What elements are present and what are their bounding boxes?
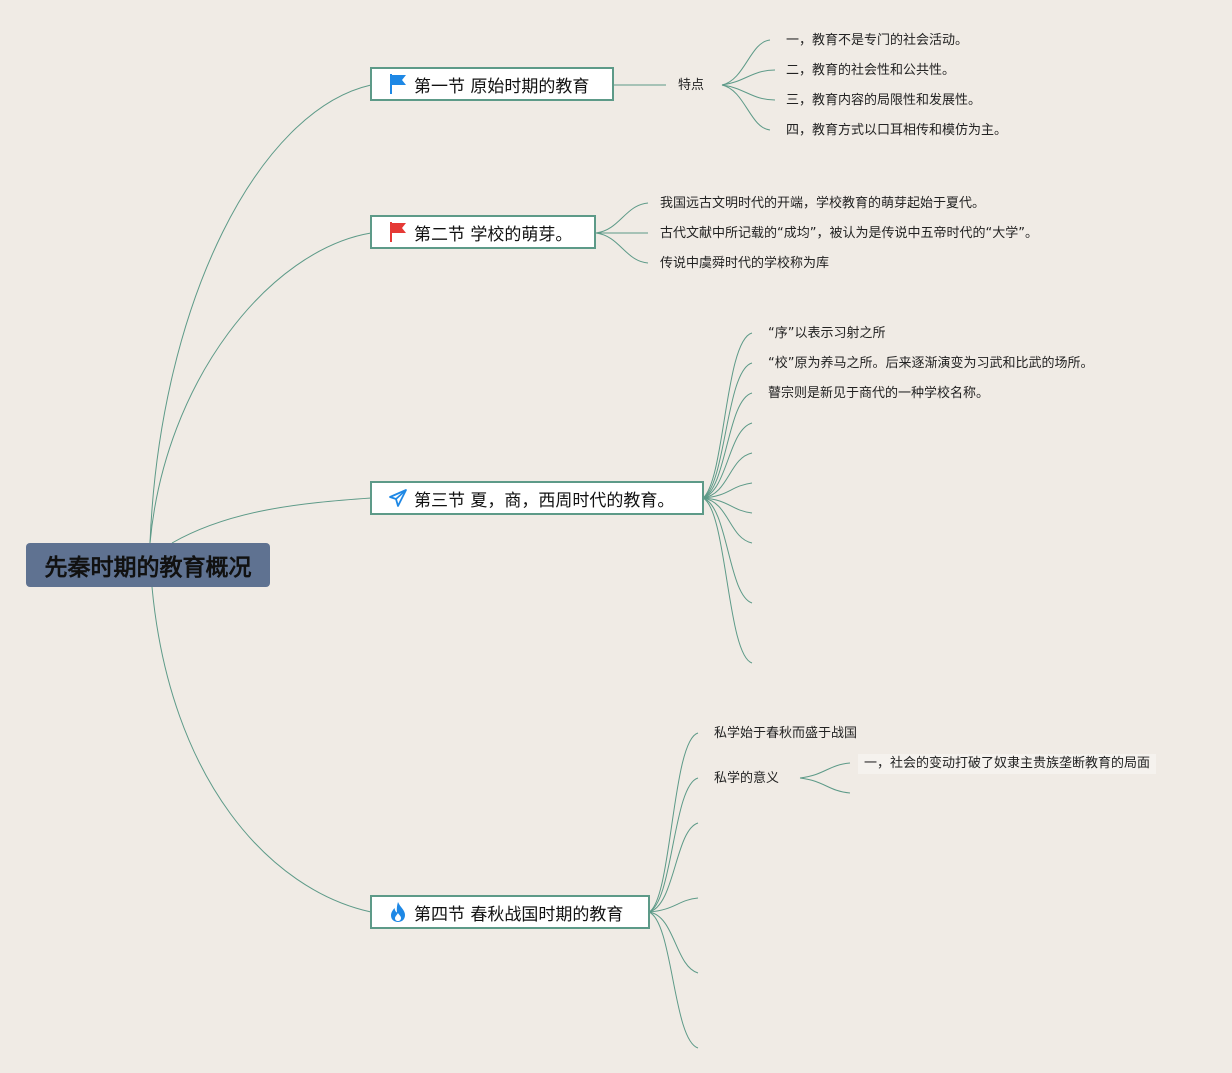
edge-sec3-b8 bbox=[702, 497, 753, 544]
section-2-topic[interactable]: 第二节 学校的萌芽。 bbox=[370, 215, 596, 249]
edge-sec2-item1 bbox=[595, 202, 649, 234]
edge-sub-item4 bbox=[721, 84, 771, 131]
edge-sec2-item3 bbox=[595, 232, 649, 264]
edge-sec3-b2 bbox=[702, 362, 753, 499]
section-2-label: 第二节 学校的萌芽。 bbox=[414, 224, 573, 245]
edge-sec3-b6 bbox=[702, 482, 753, 499]
section-1-item-1[interactable]: 一，教育不是专门的社会活动。 bbox=[786, 33, 969, 48]
edge-root-sec2 bbox=[149, 232, 372, 544]
section-3-topic[interactable]: 第三节 夏，商，西周时代的教育。 bbox=[370, 481, 704, 515]
edge-sec4-b2 bbox=[648, 777, 699, 913]
edge-sub-item2 bbox=[721, 69, 776, 86]
edge-sec3-b5 bbox=[702, 452, 753, 499]
edge-sec4-b1 bbox=[648, 732, 699, 913]
red-flag-icon bbox=[388, 221, 408, 243]
edge-sec3-b9 bbox=[702, 497, 753, 604]
section-1-item-4[interactable]: 四，教育方式以口耳相传和模仿为主。 bbox=[786, 123, 1008, 138]
paper-plane-icon bbox=[388, 487, 408, 509]
edge-sec3-b10 bbox=[702, 497, 753, 664]
section-4-topic[interactable]: 第四节 春秋战国时期的教育 bbox=[370, 895, 650, 929]
edge-sec3-b3 bbox=[702, 392, 753, 499]
edge-sec4-b4 bbox=[648, 897, 699, 913]
section-1-item-3[interactable]: 三，教育内容的局限性和发展性。 bbox=[786, 93, 982, 108]
section-1-topic[interactable]: 第一节 原始时期的教育 bbox=[370, 67, 614, 101]
edge-root-sec1 bbox=[149, 84, 372, 544]
section-3-item-3[interactable]: 瞽宗则是新见于商代的一种学校名称。 bbox=[768, 386, 990, 401]
edge-root-sec4 bbox=[151, 586, 372, 913]
section-4-item-1[interactable]: 私学始于春秋而盛于战国 bbox=[714, 726, 858, 741]
section-4-label: 第四节 春秋战国时期的教育 bbox=[414, 904, 624, 925]
edge-sec3-b4 bbox=[702, 422, 753, 499]
section-1-item-2[interactable]: 二，教育的社会性和公共性。 bbox=[786, 63, 956, 78]
section-4-sub-item-1[interactable]: 一，社会的变动打破了奴隶主贵族垄断教育的局面 bbox=[858, 754, 1157, 774]
edge-sub-item1 bbox=[721, 39, 771, 86]
section-2-item-1[interactable]: 我国远古文明时代的开端，学校教育的萌芽起始于夏代。 bbox=[660, 196, 986, 211]
section-3-item-1[interactable]: “序”以表示习射之所 bbox=[768, 326, 886, 341]
edge-sec4-b5 bbox=[648, 911, 699, 974]
section-3-label: 第三节 夏，商，西周时代的教育。 bbox=[414, 490, 675, 511]
edge-sub-item3 bbox=[721, 84, 776, 101]
edge-sec3-b7 bbox=[702, 497, 753, 514]
edge-sec4-b6 bbox=[648, 911, 699, 1049]
section-2-item-2[interactable]: 古代文献中所记载的“成均”，被认为是传说中五帝时代的“大学”。 bbox=[660, 226, 1038, 241]
edge-sub2-item bbox=[799, 762, 851, 779]
section-1-label: 第一节 原始时期的教育 bbox=[414, 76, 590, 97]
edge-sec4-b3 bbox=[648, 822, 699, 913]
blue-flag-icon bbox=[388, 73, 408, 95]
edge-root-sec3 bbox=[171, 497, 372, 544]
edge-sec3-b1 bbox=[702, 332, 753, 499]
section-4-sub-label[interactable]: 私学的意义 bbox=[714, 771, 780, 786]
flame-icon bbox=[388, 901, 408, 923]
section-2-item-3[interactable]: 传说中虞舜时代的学校称为库 bbox=[660, 256, 830, 271]
section-1-sub-label[interactable]: 特点 bbox=[678, 78, 705, 93]
root-topic[interactable]: 先秦时期的教育概况 bbox=[26, 543, 270, 587]
section-3-item-2[interactable]: “校”原为养马之所。后来逐渐演变为习武和比武的场所。 bbox=[768, 356, 1094, 371]
root-label: 先秦时期的教育概况 bbox=[44, 555, 252, 581]
edge-sub2-item-b bbox=[799, 777, 851, 794]
